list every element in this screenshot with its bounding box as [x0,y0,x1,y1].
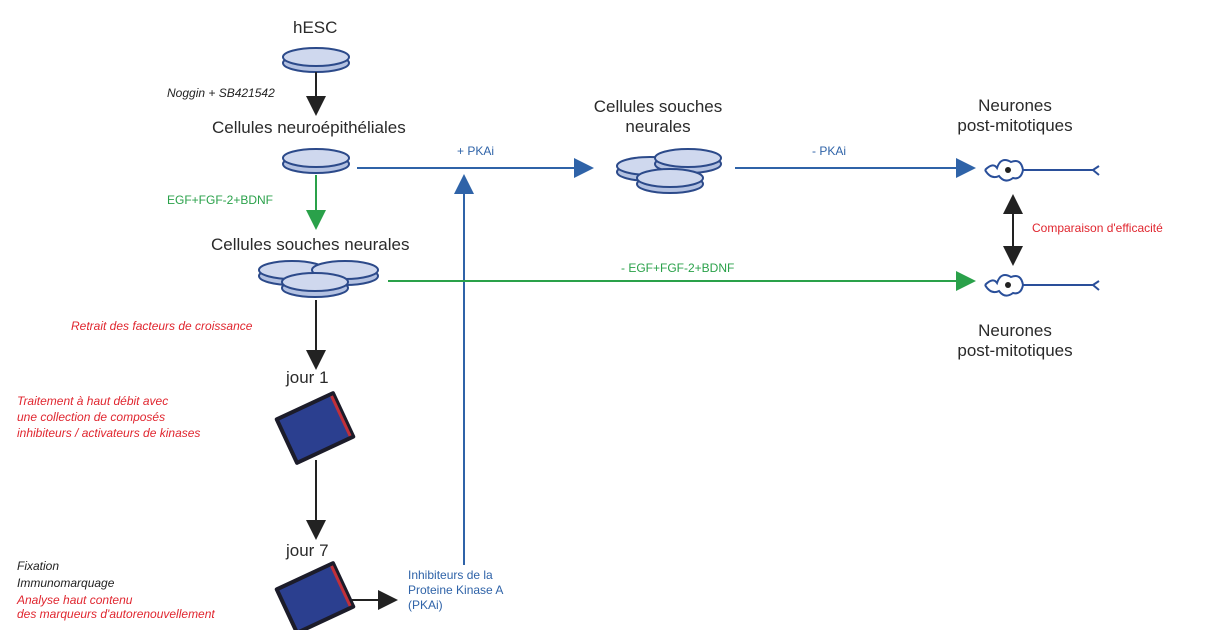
pkai-note: Inhibiteurs de la Proteine Kinase A (PKA… [408,568,503,613]
pkai-line3: (PKAi) [408,598,443,612]
hesc-dish [282,47,350,73]
plate-day1 [274,391,356,465]
nsc-top-label: Cellules souches neurales [583,97,733,136]
neurons-bottom-label: Neurones post-mitotiques [945,321,1085,360]
plus-pkai-label: + PKAi [457,144,495,158]
screening-line2: une collection de composés [17,410,166,425]
hesc-label: hESC [293,18,338,37]
day7-label: jour 7 [286,541,329,560]
comparison-label: Comparaison d'efficacité [1032,221,1163,235]
neuroepithelial-dish [282,148,350,174]
neurons-top-line2: post-mitotiques [957,115,1073,135]
screening-note: Traitement à haut débit avec une collect… [17,393,200,442]
minus-egf-label: - EGF+FGF-2+BDNF [621,261,735,275]
day1-label: jour 1 [286,368,329,387]
pkai-line1: Inhibiteurs de la [408,568,493,582]
fixation-note: Fixation [17,559,60,573]
neurons-bottom-line2: post-mitotiques [957,340,1073,360]
analysis-note: Analyse haut contenu des marqueurs d'aut… [17,593,215,622]
analysis-line1: Analyse haut contenu [17,593,133,607]
neurons-top-label: Neurones post-mitotiques [945,96,1085,135]
neurons-top-line1: Neurones [978,96,1052,115]
neuron-bottom-icon [984,274,1100,297]
neuron-top-icon [984,159,1100,182]
egf-fgf-bdnf-label: EGF+FGF-2+BDNF [167,193,274,207]
nsc-top-line1: Cellules souches [593,97,723,116]
withdrawal-label: Retrait des facteurs de croissance [71,319,253,333]
noggin-label: Noggin + SB421542 [167,86,275,100]
nsc-top-line2: neurales [625,116,691,136]
nsc-left-label: Cellules souches neurales [211,235,410,254]
analysis-line2: des marqueurs d'autorenouvellement [17,606,215,621]
nsc-top-dishes [616,148,722,194]
minus-pkai-label: - PKAi [812,144,847,158]
plate-day7 [274,561,356,630]
screening-line3: inhibiteurs / activateurs de kinases [17,426,201,441]
neuroepithelial-label: Cellules neuroépithéliales [212,118,406,137]
screening-line1: Traitement à haut débit avec [17,394,169,408]
pkai-line2: Proteine Kinase A [408,583,504,597]
immuno-note: Immunomarquage [17,576,115,590]
neurons-bottom-line1: Neurones [978,321,1052,340]
nsc-left-dishes [258,260,379,298]
